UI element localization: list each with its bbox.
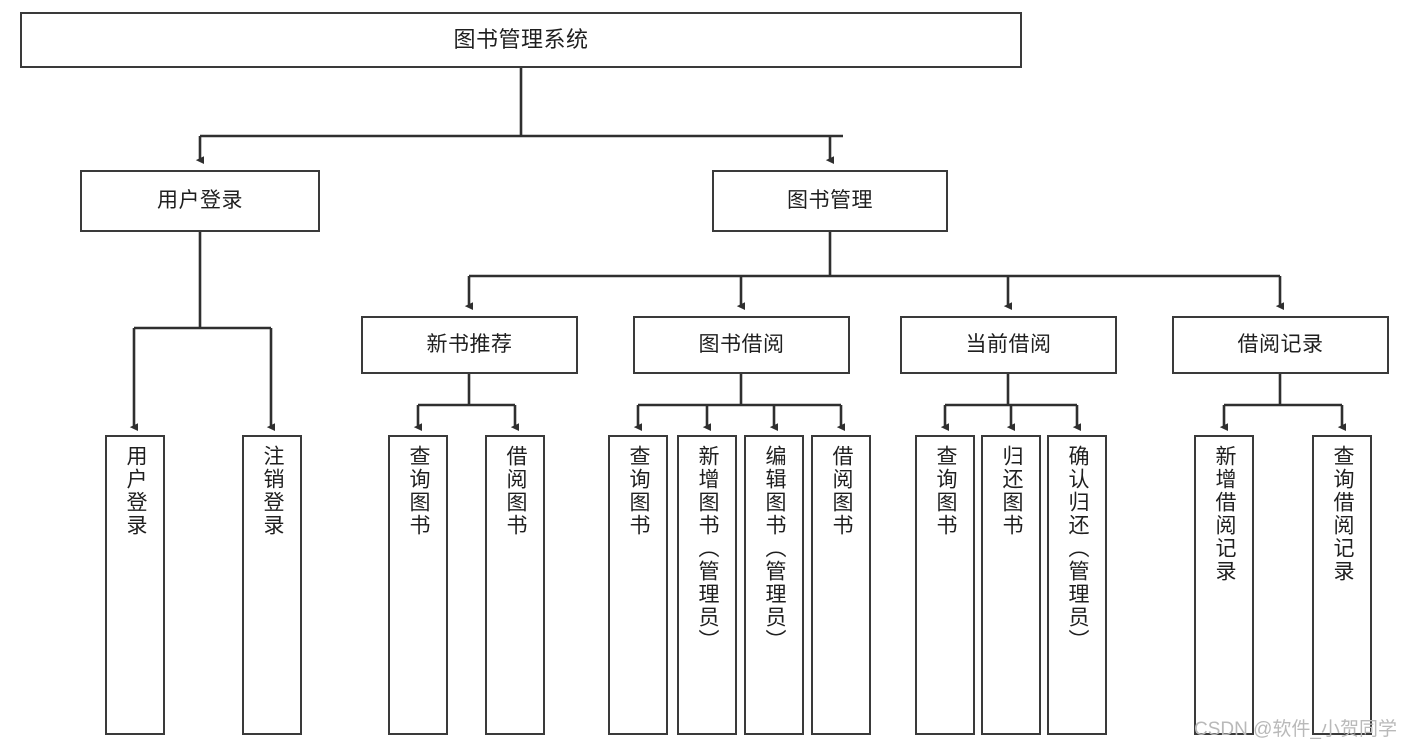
node-label: 查询图书: [627, 445, 651, 537]
leaf-current-borrow-confirm-return[interactable]: 确认归还（管理员）: [1047, 435, 1107, 735]
node-book-borrow[interactable]: 图书借阅: [633, 316, 850, 374]
node-label: 查询图书: [407, 445, 431, 537]
node-label: 新增图书（管理员）: [696, 445, 720, 652]
node-label: 图书借阅: [698, 332, 785, 356]
node-root-library-system[interactable]: 图书管理系统: [20, 12, 1022, 68]
node-current-borrow[interactable]: 当前借阅: [900, 316, 1117, 374]
node-label: 用户登录: [157, 188, 243, 212]
node-label: 借阅图书: [504, 445, 528, 537]
node-user-login[interactable]: 用户登录: [80, 170, 320, 232]
leaf-new-book-borrow[interactable]: 借阅图书: [485, 435, 545, 735]
node-label: 借阅记录: [1237, 332, 1324, 356]
leaf-borrow-record-query[interactable]: 查询借阅记录: [1312, 435, 1372, 735]
leaf-borrow-record-add[interactable]: 新增借阅记录: [1194, 435, 1254, 735]
node-label: 查询图书: [934, 445, 958, 537]
node-label: 借阅图书: [830, 445, 854, 537]
leaf-book-borrow-edit[interactable]: 编辑图书（管理员）: [744, 435, 804, 735]
node-book-management[interactable]: 图书管理: [712, 170, 948, 232]
leaf-book-borrow-add[interactable]: 新增图书（管理员）: [677, 435, 737, 735]
node-label: 查询借阅记录: [1331, 445, 1355, 583]
leaf-current-borrow-return[interactable]: 归还图书: [981, 435, 1041, 735]
leaf-user-login-login[interactable]: 用户登录: [105, 435, 165, 735]
node-label: 当前借阅: [965, 332, 1052, 356]
node-label: 用户登录: [124, 445, 148, 537]
node-label: 编辑图书（管理员）: [763, 445, 787, 652]
watermark: CSDN @软件_小贺同学: [1194, 719, 1397, 740]
node-label: 归还图书: [1000, 445, 1024, 537]
node-label: 确认归还（管理员）: [1066, 445, 1090, 652]
node-new-book-recommend[interactable]: 新书推荐: [361, 316, 578, 374]
leaf-book-borrow-borrow[interactable]: 借阅图书: [811, 435, 871, 735]
node-label: 注销登录: [261, 445, 285, 537]
leaf-user-login-logout[interactable]: 注销登录: [242, 435, 302, 735]
node-label: 图书管理系统: [453, 27, 589, 53]
node-borrow-record[interactable]: 借阅记录: [1172, 316, 1389, 374]
node-label: 图书管理: [787, 188, 873, 212]
leaf-book-borrow-query[interactable]: 查询图书: [608, 435, 668, 735]
leaf-current-borrow-query[interactable]: 查询图书: [915, 435, 975, 735]
leaf-new-book-query[interactable]: 查询图书: [388, 435, 448, 735]
node-label: 新增借阅记录: [1213, 445, 1237, 583]
node-label: 新书推荐: [426, 332, 513, 356]
